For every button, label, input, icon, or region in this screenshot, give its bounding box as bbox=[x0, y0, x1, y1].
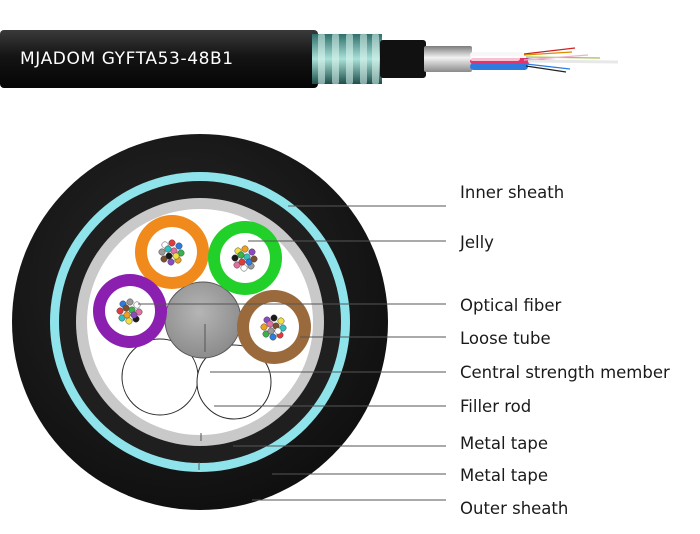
optical-fiber-dot bbox=[122, 304, 130, 312]
optical-fiber-dot bbox=[177, 249, 185, 257]
metal-tape-segment bbox=[424, 46, 472, 72]
optical-fiber-dot bbox=[231, 254, 239, 262]
label-inner-sheath: Inner sheath bbox=[460, 183, 565, 202]
optical-fiber-dot bbox=[175, 242, 183, 250]
optical-fiber-dot bbox=[172, 252, 180, 260]
optical-fiber-dot bbox=[270, 314, 278, 322]
label-metal-tape-1: Metal tape bbox=[460, 434, 549, 453]
optical-fiber-dot bbox=[123, 311, 131, 319]
optical-fiber-dot bbox=[277, 317, 285, 325]
optical-fiber-dot bbox=[245, 258, 253, 266]
corrugated-armor bbox=[312, 33, 382, 85]
cross-section bbox=[12, 134, 388, 510]
label-filler-rod: Filler rod bbox=[460, 397, 532, 416]
label-loose-tube: Loose tube bbox=[460, 329, 551, 348]
label-outer-sheath: Outer sheath bbox=[460, 499, 569, 518]
optical-fiber-dot bbox=[133, 301, 141, 309]
optical-fiber-dot bbox=[135, 308, 143, 316]
optical-fiber-dot bbox=[240, 264, 248, 272]
optical-fiber-dot bbox=[168, 239, 176, 247]
optical-fiber-dot bbox=[250, 255, 258, 263]
optical-fiber-dot bbox=[165, 252, 173, 260]
optical-fiber-dot bbox=[118, 314, 126, 322]
optical-fiber-dot bbox=[233, 261, 241, 269]
label-optical-fiber: Optical fiber bbox=[460, 296, 562, 315]
optical-fiber-dot bbox=[164, 245, 172, 253]
leader-lines bbox=[138, 205, 446, 501]
cable-print-text: MJADOM GYFTA53-48B1 bbox=[20, 49, 234, 69]
optical-fiber-dot bbox=[167, 258, 175, 266]
optical-fiber-dot bbox=[248, 248, 256, 256]
optical-fiber-dot bbox=[241, 245, 249, 253]
cable-side-view bbox=[0, 30, 619, 88]
label-central-strength-member: Central strength member bbox=[460, 363, 670, 382]
loose-tubes bbox=[470, 52, 530, 70]
central-strength-member bbox=[164, 281, 242, 359]
optical-fiber-dot bbox=[116, 307, 124, 315]
optical-fiber-dot bbox=[279, 324, 287, 332]
optical-fiber-dot bbox=[237, 251, 245, 259]
optical-fiber-dot bbox=[266, 320, 274, 328]
optical-fiber-dot bbox=[267, 327, 275, 335]
optical-fiber-dot bbox=[260, 323, 268, 331]
inner-sheath-segment bbox=[380, 40, 426, 78]
label-metal-tape-2: Metal tape bbox=[460, 466, 549, 485]
optical-fiber-dot bbox=[269, 333, 277, 341]
optical-fiber-dot bbox=[238, 258, 246, 266]
optical-fiber-dot bbox=[126, 298, 134, 306]
fiber-bundles bbox=[116, 239, 287, 341]
optical-fiber-dot bbox=[125, 317, 133, 325]
label-jelly: Jelly bbox=[460, 233, 494, 252]
optical-fiber-dot bbox=[158, 248, 166, 256]
optical-fiber-dot bbox=[160, 255, 168, 263]
optical-fiber-dot bbox=[130, 311, 138, 319]
filler-rod-right bbox=[196, 344, 272, 420]
fibers bbox=[523, 47, 619, 73]
optical-fiber-dot bbox=[274, 327, 282, 335]
cable-jacket bbox=[0, 30, 318, 88]
optical-fiber-dot bbox=[262, 330, 270, 338]
